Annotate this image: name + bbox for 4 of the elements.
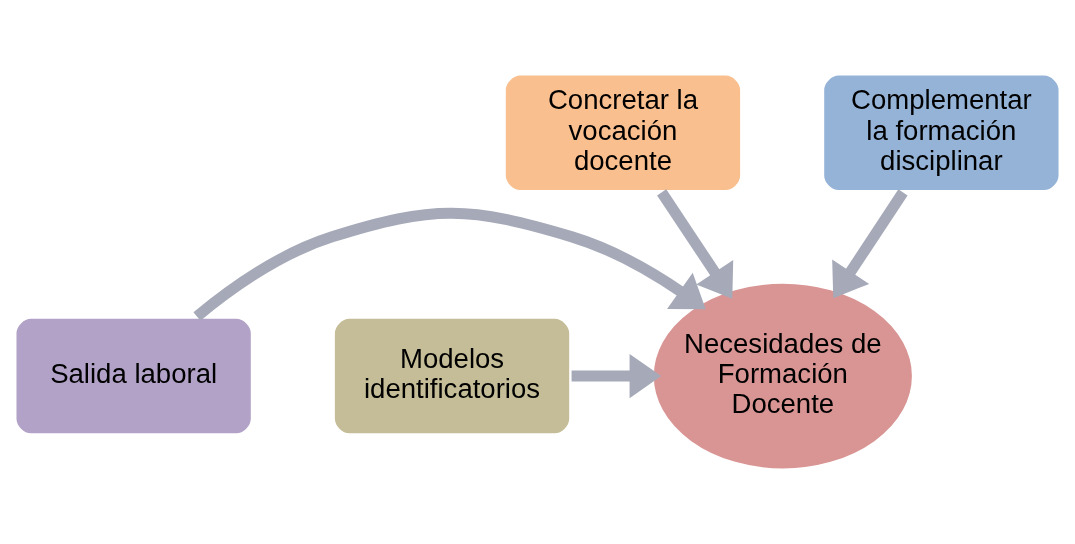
arrow [193, 207, 706, 321]
arrow [571, 353, 662, 399]
arrow [657, 189, 734, 299]
arrow [832, 189, 908, 299]
